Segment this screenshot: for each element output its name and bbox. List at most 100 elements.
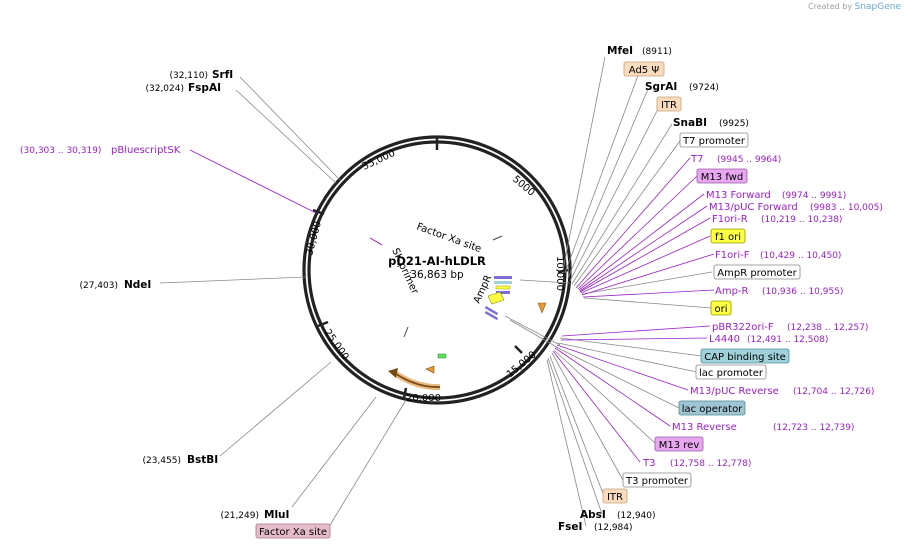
- site-name: SgrAI: [645, 81, 677, 93]
- feature-cap-binding-site: CAP binding site: [700, 348, 790, 364]
- small-green-feature: [437, 353, 447, 359]
- primer-coord: (12,491 .. 12,508): [747, 335, 828, 345]
- primer-coord: (9974 .. 9991): [782, 191, 846, 201]
- feature-m13-rev: M13 rev: [654, 436, 704, 452]
- tick-20000: [402, 387, 408, 399]
- site-coord: (8911): [642, 47, 672, 57]
- connector: [571, 123, 673, 285]
- tick-label-15000: 15,000: [505, 349, 539, 380]
- label-sgrai: SgrAI (9724): [645, 81, 719, 93]
- plasmid-name: pD21-AI-hLDLR: [388, 254, 486, 268]
- connector: [509, 319, 561, 350]
- backbone-outer: [302, 135, 572, 405]
- primer-name: F1ori-F: [715, 250, 750, 261]
- connector: [577, 175, 698, 290]
- connector: [561, 325, 711, 337]
- site-name: SrfI: [212, 69, 233, 81]
- site-coord: (32,024): [145, 84, 184, 94]
- site-name: SnaBI: [673, 117, 707, 129]
- primer-l4440: L4440 (12,491 .. 12,508): [709, 334, 828, 345]
- feature-stripe: [494, 281, 512, 284]
- connector: [578, 193, 705, 291]
- connector: [549, 355, 605, 497]
- orange-feature-arrow: [537, 302, 547, 314]
- plasmid-length: 36,863 bp: [410, 269, 464, 281]
- site-coord: (23,455): [142, 456, 181, 466]
- feature-factor-xa-site: Factor Xa site: [255, 523, 331, 539]
- feature-box: [700, 348, 790, 364]
- feature-box: [622, 472, 692, 488]
- site-name: FspAI: [188, 82, 221, 94]
- connector: [551, 352, 624, 481]
- feature-box: [623, 61, 665, 77]
- connector: [559, 337, 703, 357]
- feature-stripe: [496, 291, 510, 294]
- connector: [546, 359, 587, 527]
- sk-primer-marker: [369, 237, 383, 246]
- connector: [239, 76, 341, 181]
- feature-box: [713, 264, 801, 280]
- connector: [581, 253, 715, 296]
- connector: [580, 235, 711, 294]
- site-coord: (9724): [689, 83, 719, 93]
- connector: [189, 149, 317, 214]
- feature-label: ITR: [661, 100, 677, 111]
- primer-name: pBR322ori-F: [712, 322, 774, 333]
- feature-f1-ori: f1 ori: [710, 228, 746, 244]
- label-fsei: FseI (12,984): [558, 521, 633, 533]
- snapgene-logo-text: SnapGene: [854, 2, 901, 12]
- feature-box: [710, 300, 732, 316]
- feature-ad5-psi: Ad5 Ψ: [623, 61, 665, 77]
- feature-label: Factor Xa site: [259, 527, 327, 538]
- primer-name: M13/pUC Forward: [709, 202, 798, 213]
- tick-label-10000: 10,000: [554, 256, 565, 291]
- primer-pbr322ori-f: pBR322ori-F (12,238 .. 12,257): [712, 322, 868, 333]
- primer-coord: (12,704 .. 12,726): [793, 387, 874, 397]
- primer-t3: T3 (12,758 .. 12,778): [642, 458, 751, 469]
- label-fspai: (32,024) FspAI: [145, 82, 221, 94]
- tick-30000: [312, 208, 325, 216]
- primer-name: L4440: [709, 334, 740, 345]
- primer-name: M13 Forward: [706, 190, 771, 201]
- primer-t7: T7 (9945 .. 9964): [690, 154, 781, 165]
- primer-coord: (30,303 .. 30,319): [20, 146, 101, 156]
- connector: [556, 344, 689, 391]
- feature-label: CAP binding site: [704, 352, 786, 363]
- feature-t7-promoter: T7 promoter: [679, 132, 749, 148]
- primer-coord: (9983 .. 10,005): [810, 203, 883, 213]
- feature-box: [679, 132, 749, 148]
- connector: [554, 347, 671, 427]
- f1-ori-arrow: [487, 291, 505, 305]
- feature-cluster-bottom: [388, 353, 447, 391]
- label-mfei: MfeI (8911): [607, 45, 672, 57]
- primer-connectors: [189, 149, 715, 463]
- connector: [555, 346, 680, 409]
- connector: [567, 88, 649, 279]
- site-connectors: [159, 56, 713, 527]
- feature-box: [602, 488, 628, 504]
- primer-name: F1ori-R: [712, 214, 748, 225]
- site-coord: (12,984): [594, 523, 633, 533]
- connector: [579, 217, 711, 293]
- connector: [547, 357, 603, 515]
- primer-coord: (12,723 .. 12,739): [773, 423, 854, 433]
- primer-coord: (10,936 .. 10,955): [762, 287, 843, 297]
- feature-box: [255, 523, 331, 539]
- snapgene-credit: Created by SnapGene: [808, 2, 901, 12]
- connector: [564, 69, 641, 274]
- small-orange-arrow: [425, 365, 435, 374]
- primer-name: M13 Reverse: [672, 422, 737, 433]
- feature-box: [678, 400, 746, 416]
- primer-name: Amp-R: [715, 286, 749, 297]
- site-name: BstBI: [187, 454, 218, 466]
- feature-label: T7 promoter: [682, 136, 746, 147]
- site-name: MfeI: [607, 45, 633, 57]
- feature-label: ITR: [607, 492, 623, 503]
- feature-stripe: [494, 276, 512, 279]
- primer-name: M13/pUC Reverse: [690, 386, 779, 397]
- primer-amp-r: Amp-R (10,936 .. 10,955): [715, 286, 843, 297]
- connector: [562, 56, 606, 271]
- primer-coord: (10,219 .. 10,238): [761, 215, 842, 225]
- connector: [291, 396, 377, 508]
